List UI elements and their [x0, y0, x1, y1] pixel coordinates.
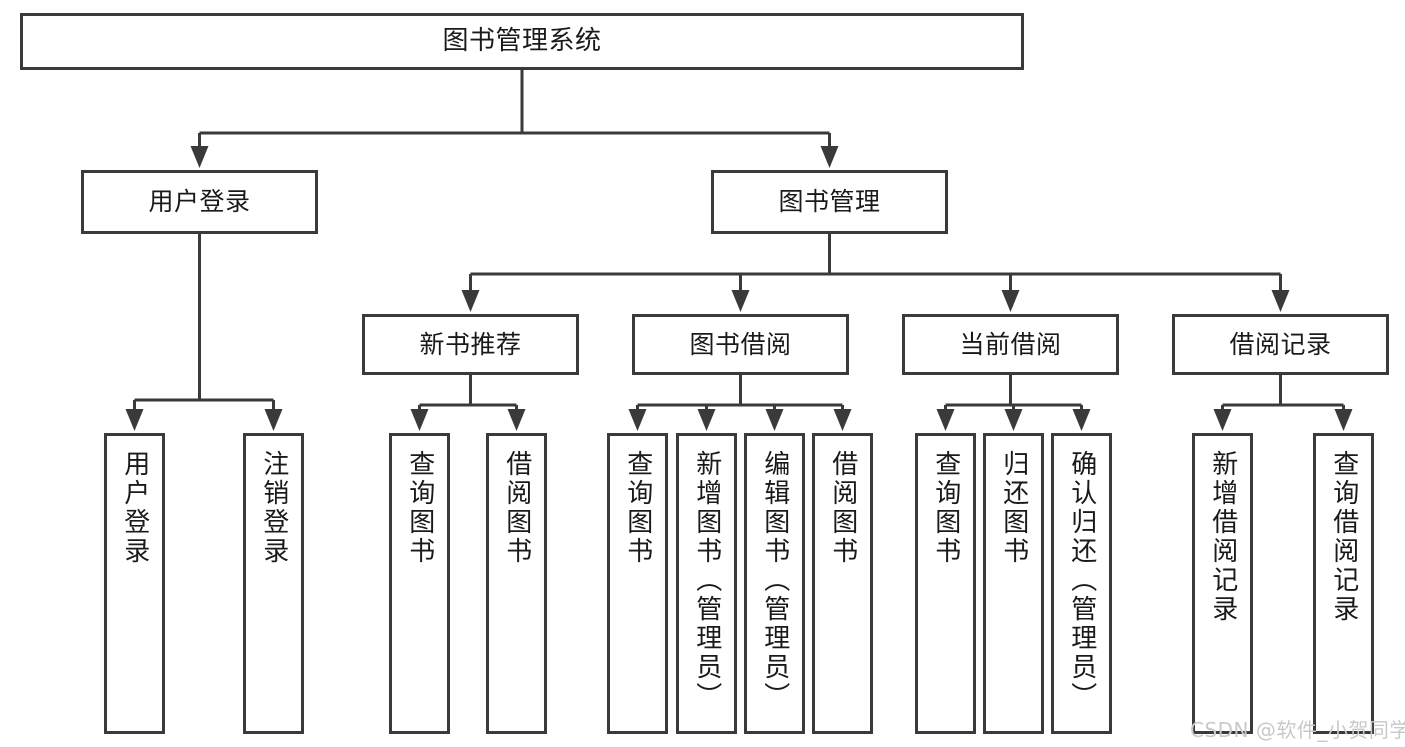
node-book-management-system[interactable]: 图书管理系统	[20, 13, 1024, 70]
node-label: 查询图书	[622, 450, 653, 566]
node-book-borrowing[interactable]: 图书借阅	[632, 314, 849, 375]
node-label: 新增图书（管理员）	[691, 450, 722, 711]
watermark-text: CSDN @软件_小贺同学	[1190, 718, 1405, 742]
leaf-edit-book-admin[interactable]: 编辑图书（管理员）	[744, 433, 805, 734]
leaf-query-book-3[interactable]: 查询图书	[915, 433, 976, 734]
leaf-confirm-return-admin[interactable]: 确认归还（管理员）	[1051, 433, 1112, 734]
node-label: 确认归还（管理员）	[1066, 450, 1097, 711]
node-label: 借阅图书	[827, 450, 858, 566]
node-label: 借阅图书	[501, 450, 532, 566]
node-label: 新增借阅记录	[1207, 450, 1238, 624]
node-label: 图书管理系统	[442, 26, 602, 57]
node-book-management[interactable]: 图书管理	[711, 170, 948, 234]
leaf-user-login[interactable]: 用户登录	[104, 433, 165, 734]
leaf-add-book-admin[interactable]: 新增图书（管理员）	[676, 433, 737, 734]
node-user-login[interactable]: 用户登录	[81, 170, 318, 234]
node-new-book-recommendation[interactable]: 新书推荐	[362, 314, 579, 375]
node-label: 新书推荐	[419, 329, 522, 359]
node-label: 归还图书	[998, 450, 1029, 566]
leaf-add-borrow-record[interactable]: 新增借阅记录	[1192, 433, 1253, 734]
node-label: 图书借阅	[689, 329, 792, 359]
node-label: 查询图书	[930, 450, 961, 566]
node-label: 编辑图书（管理员）	[759, 450, 790, 711]
leaf-return-book[interactable]: 归还图书	[983, 433, 1044, 734]
node-label: 当前借阅	[959, 329, 1062, 359]
leaf-borrow-book-2[interactable]: 借阅图书	[812, 433, 873, 734]
node-label: 借阅记录	[1229, 329, 1332, 359]
leaf-query-borrow-record[interactable]: 查询借阅记录	[1313, 433, 1374, 734]
node-borrowing-record[interactable]: 借阅记录	[1172, 314, 1389, 375]
node-current-borrowing[interactable]: 当前借阅	[902, 314, 1119, 375]
node-label: 用户登录	[148, 187, 251, 217]
leaf-borrow-book-1[interactable]: 借阅图书	[486, 433, 547, 734]
node-label: 注销登录	[258, 450, 289, 566]
node-label: 用户登录	[119, 450, 150, 566]
leaf-query-book-1[interactable]: 查询图书	[389, 433, 450, 734]
leaf-query-book-2[interactable]: 查询图书	[607, 433, 668, 734]
node-label: 查询图书	[404, 450, 435, 566]
node-label: 查询借阅记录	[1328, 450, 1359, 624]
leaf-logout[interactable]: 注销登录	[243, 433, 304, 734]
node-label: 图书管理	[778, 187, 881, 217]
